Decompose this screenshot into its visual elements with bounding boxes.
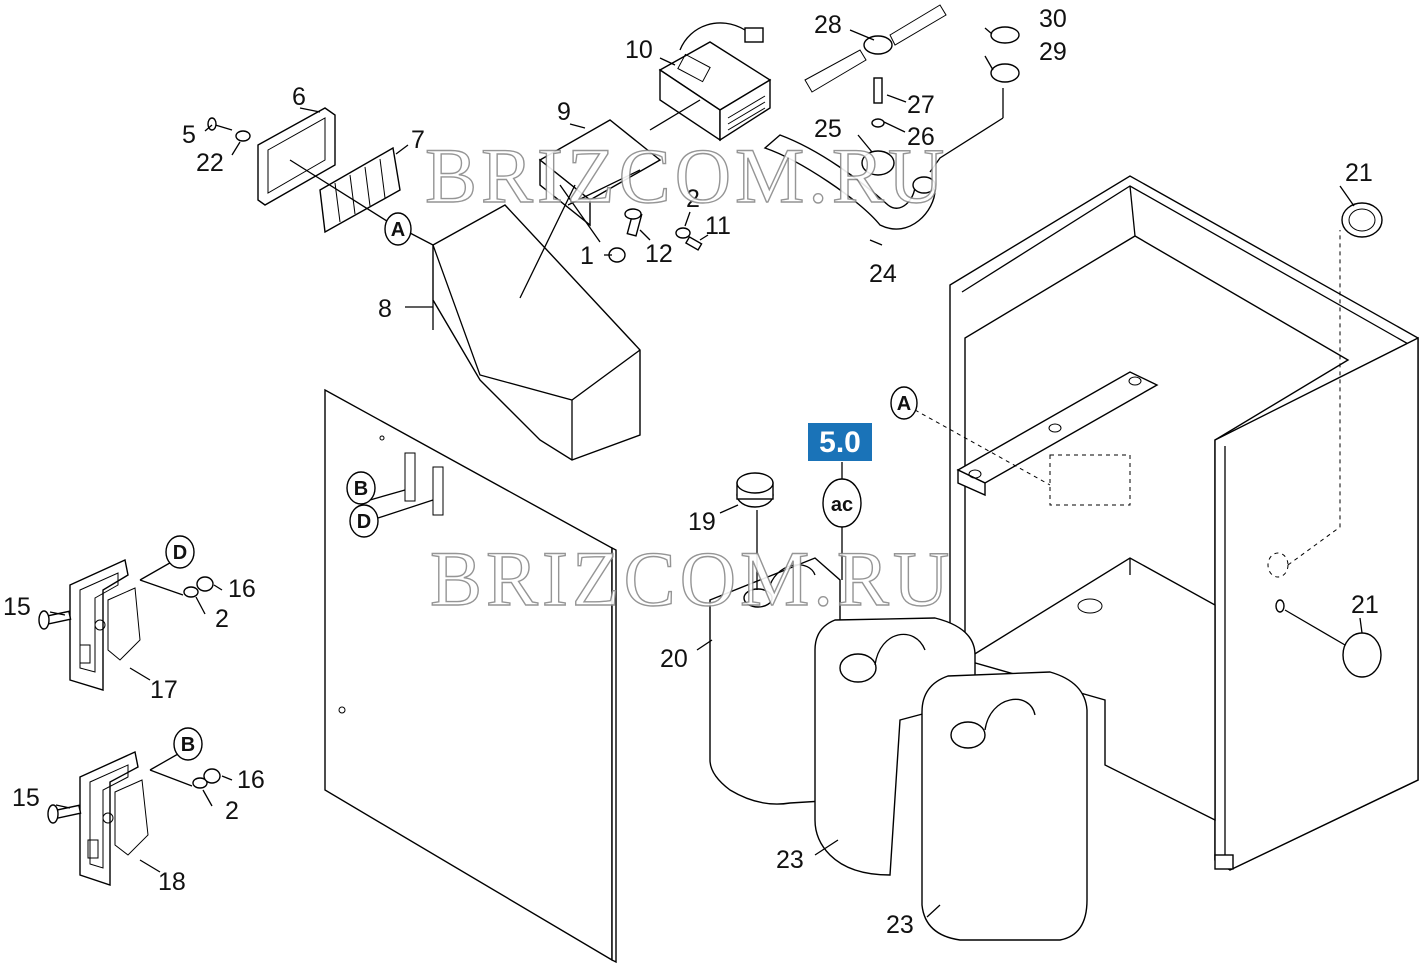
- label-25: 25: [814, 115, 842, 143]
- svg-text:B: B: [354, 478, 368, 500]
- fasteners: [608, 208, 703, 263]
- ref-marker-b-panel: B: [346, 471, 376, 505]
- label-26: 26: [907, 123, 935, 151]
- svg-text:A: A: [391, 219, 405, 241]
- hood-duct: [432, 204, 641, 461]
- part-labels: 5 22 6 7 8 9 10 2 11 12 1 28 30 29 27 25…: [3, 5, 1379, 939]
- label-8: 8: [378, 295, 392, 323]
- ref-marker-d-lock: D: [165, 535, 195, 569]
- svg-text:ac: ac: [831, 494, 853, 516]
- grommet-21-top: [1341, 202, 1383, 238]
- svg-text:A: A: [897, 393, 911, 415]
- label-15-b: 15: [12, 784, 40, 812]
- label-2-mid: 2: [215, 605, 229, 633]
- label-1: 1: [580, 242, 594, 270]
- fan-heater: [658, 22, 772, 142]
- label-17: 17: [150, 676, 178, 704]
- label-24: 24: [869, 260, 897, 288]
- label-15-a: 15: [3, 593, 31, 621]
- label-11: 11: [705, 212, 731, 240]
- label-7: 7: [411, 126, 425, 154]
- ref-marker-b-lock: B: [173, 727, 203, 761]
- front-panel: [324, 388, 617, 964]
- label-10: 10: [625, 36, 653, 64]
- label-2-bottom: 2: [225, 797, 239, 825]
- label-28: 28: [814, 11, 842, 39]
- grommet-21-bottom: [1342, 632, 1382, 678]
- gasket-and-grille: [207, 107, 401, 234]
- ref-marker-a-left: A: [384, 212, 412, 246]
- watermark-middle: BRIZCOM.RU: [430, 535, 953, 622]
- label-29: 29: [1039, 38, 1067, 66]
- watermark-top: BRIZCOM.RU: [425, 132, 948, 219]
- lock-18: [47, 750, 221, 886]
- svg-text:D: D: [357, 511, 371, 533]
- ref-marker-d-panel: D: [349, 504, 379, 538]
- label-6: 6: [292, 83, 306, 111]
- label-12: 12: [645, 240, 673, 268]
- cap-19: [736, 472, 774, 508]
- canister-20: [709, 557, 841, 805]
- label-27: 27: [907, 91, 935, 119]
- label-21-top: 21: [1345, 159, 1373, 187]
- section-badge: 5.0: [808, 423, 872, 461]
- leader-lines: [49, 27, 1363, 918]
- watermarks: BRIZCOM.RU BRIZCOM.RU: [424, 131, 953, 622]
- hose-assembly: [763, 4, 1020, 230]
- label-23-a: 23: [776, 846, 804, 874]
- svg-text:5.0: 5.0: [819, 426, 861, 459]
- label-30: 30: [1039, 5, 1067, 33]
- label-22: 22: [196, 149, 224, 177]
- label-18: 18: [158, 868, 186, 896]
- label-2-top: 2: [686, 185, 700, 213]
- label-21-bottom: 21: [1351, 591, 1379, 619]
- cabinet-frame: [949, 175, 1419, 871]
- label-19: 19: [688, 508, 716, 536]
- label-16-b: 16: [237, 766, 265, 794]
- label-5: 5: [182, 121, 196, 149]
- ref-marker-ac: ac: [822, 478, 862, 528]
- ref-marker-a-right: A: [890, 386, 918, 420]
- lock-17: [38, 558, 214, 691]
- label-16-a: 16: [228, 575, 256, 603]
- label-20: 20: [660, 645, 688, 673]
- svg-text:D: D: [173, 542, 187, 564]
- svg-text:B: B: [181, 734, 195, 756]
- label-9: 9: [557, 98, 571, 126]
- canister-23b: [921, 671, 1088, 941]
- label-23-b: 23: [886, 911, 914, 939]
